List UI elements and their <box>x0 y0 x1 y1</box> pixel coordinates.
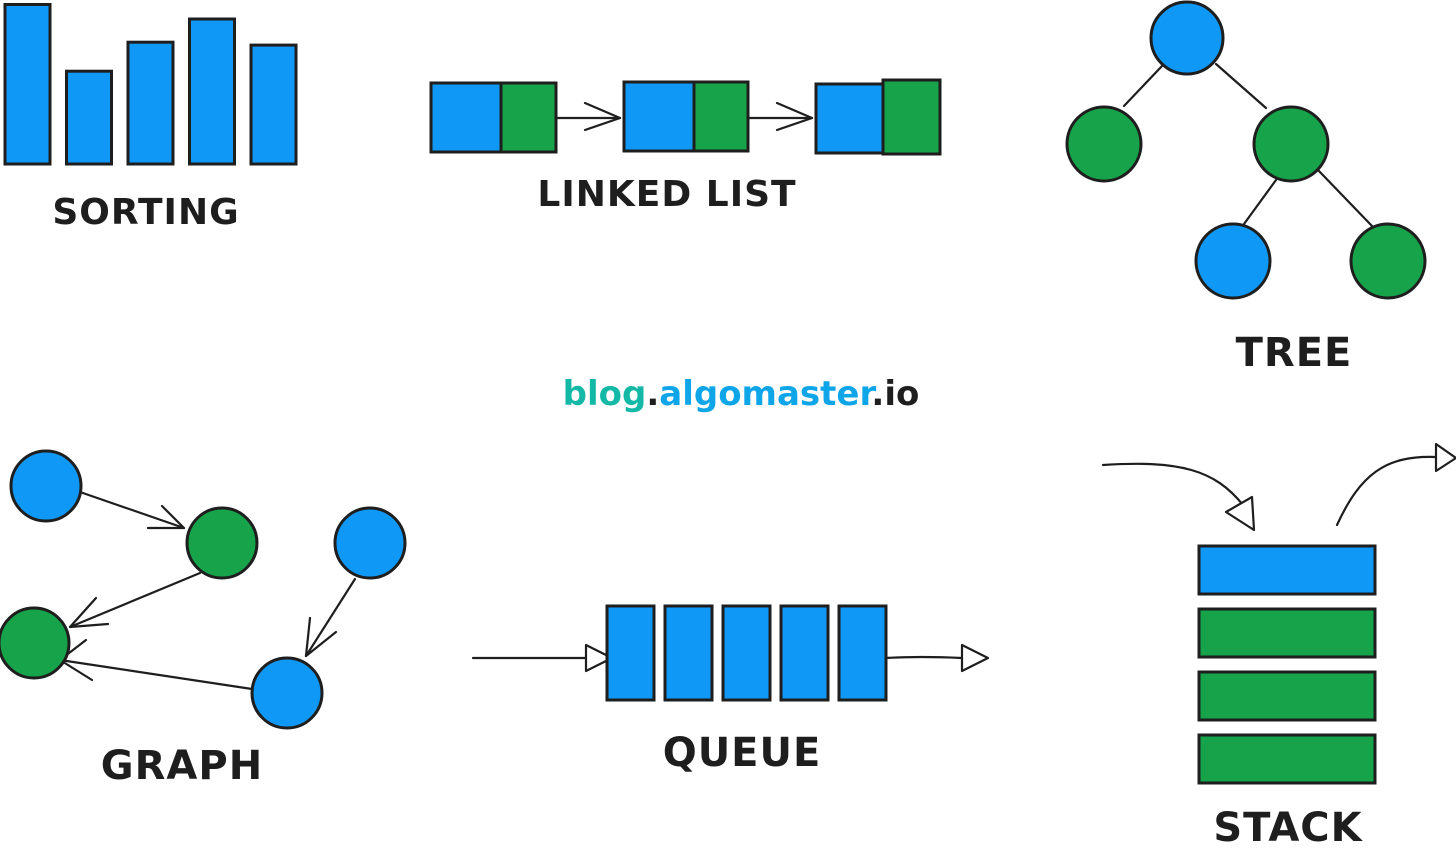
tree-right-left-node <box>1194 222 1272 300</box>
graph-node-d <box>0 606 71 680</box>
ll-node-3-data <box>814 82 885 155</box>
queue-cell <box>779 604 830 702</box>
stack-layer <box>1197 733 1377 785</box>
queue-cell <box>663 604 714 702</box>
queue-enqueue-arrow-head <box>584 643 614 673</box>
brand-dot-1: . <box>646 374 659 414</box>
graph-label: GRAPH <box>101 743 263 789</box>
queue-dequeue-arrow <box>884 655 964 660</box>
stack-layer <box>1197 607 1377 659</box>
graph-edge-c-e <box>304 577 357 658</box>
brand-part-io: io <box>884 374 919 414</box>
brand-text: blog.algomaster.io <box>563 374 920 414</box>
sorting-bar <box>126 40 175 166</box>
tree-left-node <box>1065 105 1143 183</box>
queue-label: QUEUE <box>663 730 822 776</box>
ll-node-3-pointer <box>881 78 942 156</box>
stack-layers <box>1197 544 1377 785</box>
stack-layer <box>1197 670 1377 722</box>
graph-node-c <box>333 506 407 580</box>
graph-edge-a-b <box>78 490 186 530</box>
graph-node-a <box>9 449 83 523</box>
linked-list-label: LINKED LIST <box>537 174 796 215</box>
tree-label: TREE <box>1236 330 1353 376</box>
stack-pop-arrow <box>1335 455 1438 527</box>
stack-push-arrow <box>1101 462 1245 507</box>
brand-part-algomaster: algomaster <box>659 374 876 414</box>
ll-node-1-pointer <box>499 81 558 154</box>
sorting-label: SORTING <box>52 192 239 233</box>
graph-edge-b-d-head <box>68 596 110 629</box>
sorting-bar <box>249 43 298 166</box>
sorting-group: SORTING <box>3 3 298 233</box>
graph-group: GRAPH <box>0 449 407 789</box>
sorting-bars <box>3 3 298 166</box>
linked-list-group: LINKED LIST <box>429 78 942 215</box>
stack-label: STACK <box>1213 805 1363 851</box>
tree-right-node <box>1252 105 1330 183</box>
graph-node-e <box>250 656 324 730</box>
graph-node-b <box>185 506 259 580</box>
ll-node-2-data <box>622 80 696 153</box>
ll-arrow-1-head <box>583 101 622 132</box>
tree-edge-root-right <box>1214 62 1268 110</box>
graph-edge-e-d <box>58 658 254 691</box>
sorting-bar <box>188 17 236 166</box>
queue-cell <box>837 604 888 702</box>
ll-arrow-2-head <box>775 101 814 132</box>
stack-layer <box>1197 544 1377 596</box>
stack-push-arrow-head <box>1224 495 1256 532</box>
queue-cell <box>721 604 772 702</box>
brand-dot-2: . <box>871 374 884 414</box>
brand-part-blog: blog <box>563 374 647 414</box>
tree-root-node <box>1149 0 1225 76</box>
graph-edge-c-e-head <box>304 616 338 658</box>
tree-group: TREE <box>1065 0 1427 376</box>
tree-edge-root-left <box>1122 64 1164 108</box>
queue-dequeue-arrow-head <box>960 643 990 673</box>
queue-cells <box>605 604 888 702</box>
ll-node-1-data <box>429 81 503 154</box>
queue-group: QUEUE <box>471 604 990 776</box>
tree-right-right-node <box>1349 222 1427 300</box>
stack-group: STACK <box>1101 442 1456 851</box>
stack-pop-arrow-head <box>1434 442 1456 473</box>
graph-edge-b-d <box>68 571 202 629</box>
sorting-bar <box>65 69 113 166</box>
tree-edge-right-left <box>1242 178 1278 226</box>
graph-edge-a-b-head <box>146 504 186 530</box>
ll-node-2-pointer <box>692 80 750 153</box>
sorting-bar <box>3 3 52 166</box>
tree-edge-right-right <box>1316 168 1374 228</box>
queue-cell <box>605 604 656 702</box>
